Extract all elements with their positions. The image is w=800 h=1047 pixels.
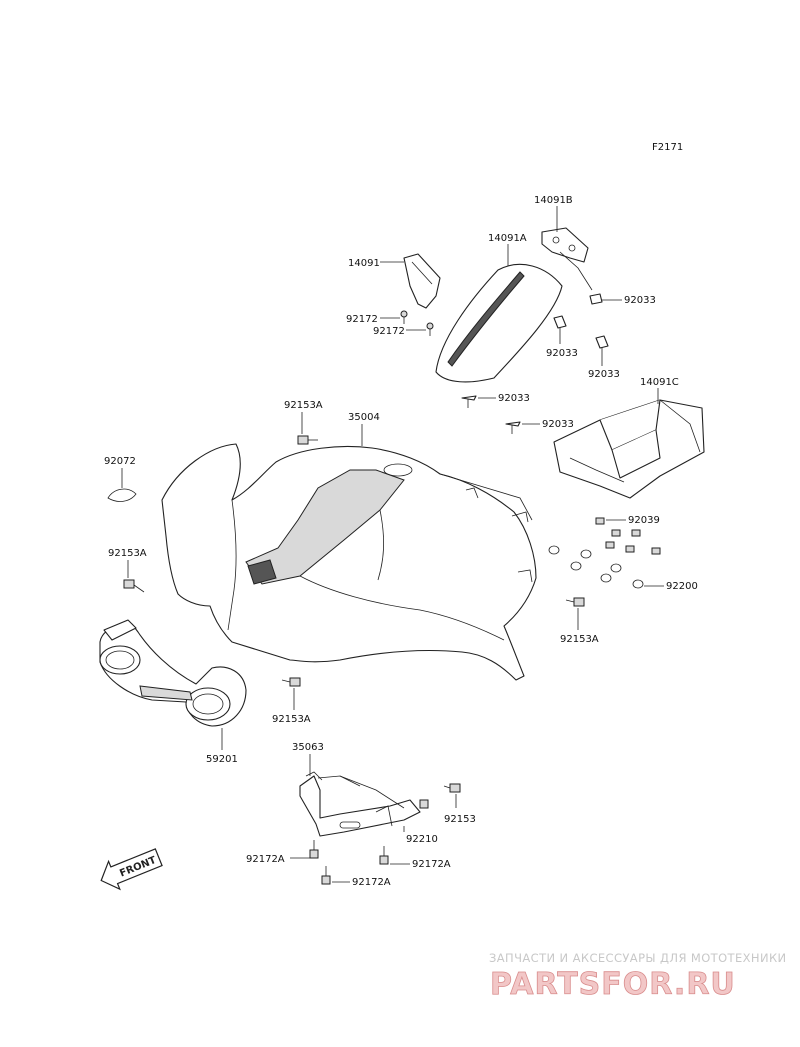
clip-92153A-a: [297, 435, 318, 445]
label-92172A-a: 92172A: [246, 854, 285, 865]
label-92200: 92200: [666, 581, 698, 592]
label-92153A-b: 92153A: [108, 548, 147, 559]
label-14091B: 14091B: [534, 195, 573, 206]
label-14091C: 14091C: [640, 377, 679, 388]
watermark-logo: PARTSFOR.RU: [490, 967, 736, 1002]
bolts-92039: [595, 517, 661, 555]
label-92172A-b: 92172A: [412, 859, 451, 870]
label-35004: 35004: [348, 412, 380, 423]
label-92033-c: 92033: [588, 369, 620, 380]
washer-92033-c: [595, 335, 609, 349]
label-14091A: 14091A: [488, 233, 527, 244]
washer-92033-a: [589, 293, 603, 305]
clip-92153A-d: [281, 677, 301, 687]
label-92033-a: 92033: [624, 295, 656, 306]
label-92072: 92072: [104, 456, 136, 467]
label-92153A-c: 92153A: [560, 634, 599, 645]
bracket-14091B: [541, 227, 593, 291]
washer-92033-b: [553, 315, 567, 329]
box-14091C: [553, 399, 705, 499]
bolt-92172A-b: [379, 846, 389, 865]
front-arrow-icon: FRONT: [100, 848, 163, 891]
label-92172-a: 92172: [346, 314, 378, 325]
label-92210: 92210: [406, 834, 438, 845]
bolt-92172A-c: [321, 866, 331, 885]
label-92172A-c: 92172A: [352, 877, 391, 888]
label-14091: 14091: [348, 258, 380, 269]
pin-92033-e: [505, 421, 521, 434]
label-35063: 35063: [292, 742, 324, 753]
fender-35004: [161, 443, 537, 681]
pin-92033-d: [461, 395, 477, 408]
clip-92072: [107, 488, 137, 502]
diagram-code: F2171: [652, 142, 683, 153]
bracket-35063: [299, 771, 429, 837]
label-92172-b: 92172: [373, 326, 405, 337]
watermark-tagline: ЗАПЧАСТИ И АКСЕССУАРЫ ДЛЯ МОТОТЕХНИКИ: [489, 951, 787, 965]
bolt-92172A-a: [309, 840, 319, 859]
headlight-59201: [99, 619, 247, 727]
cover-14091: [403, 253, 441, 309]
clip-92153A-b: [123, 579, 145, 593]
label-92153A-d: 92153A: [272, 714, 311, 725]
screw-92172-a: [400, 310, 408, 324]
label-92039: 92039: [628, 515, 660, 526]
label-92153: 92153: [444, 814, 476, 825]
label-92033-d: 92033: [498, 393, 530, 404]
label-92033-b: 92033: [546, 348, 578, 359]
label-92033-e: 92033: [542, 419, 574, 430]
screw-92172-b: [426, 322, 434, 336]
label-59201: 59201: [206, 754, 238, 765]
clip-92153: [443, 783, 461, 793]
washers-92200: [548, 545, 644, 589]
clip-92153A-c: [565, 597, 585, 607]
cover-14091A: [435, 263, 563, 383]
label-92153A-a: 92153A: [284, 400, 323, 411]
